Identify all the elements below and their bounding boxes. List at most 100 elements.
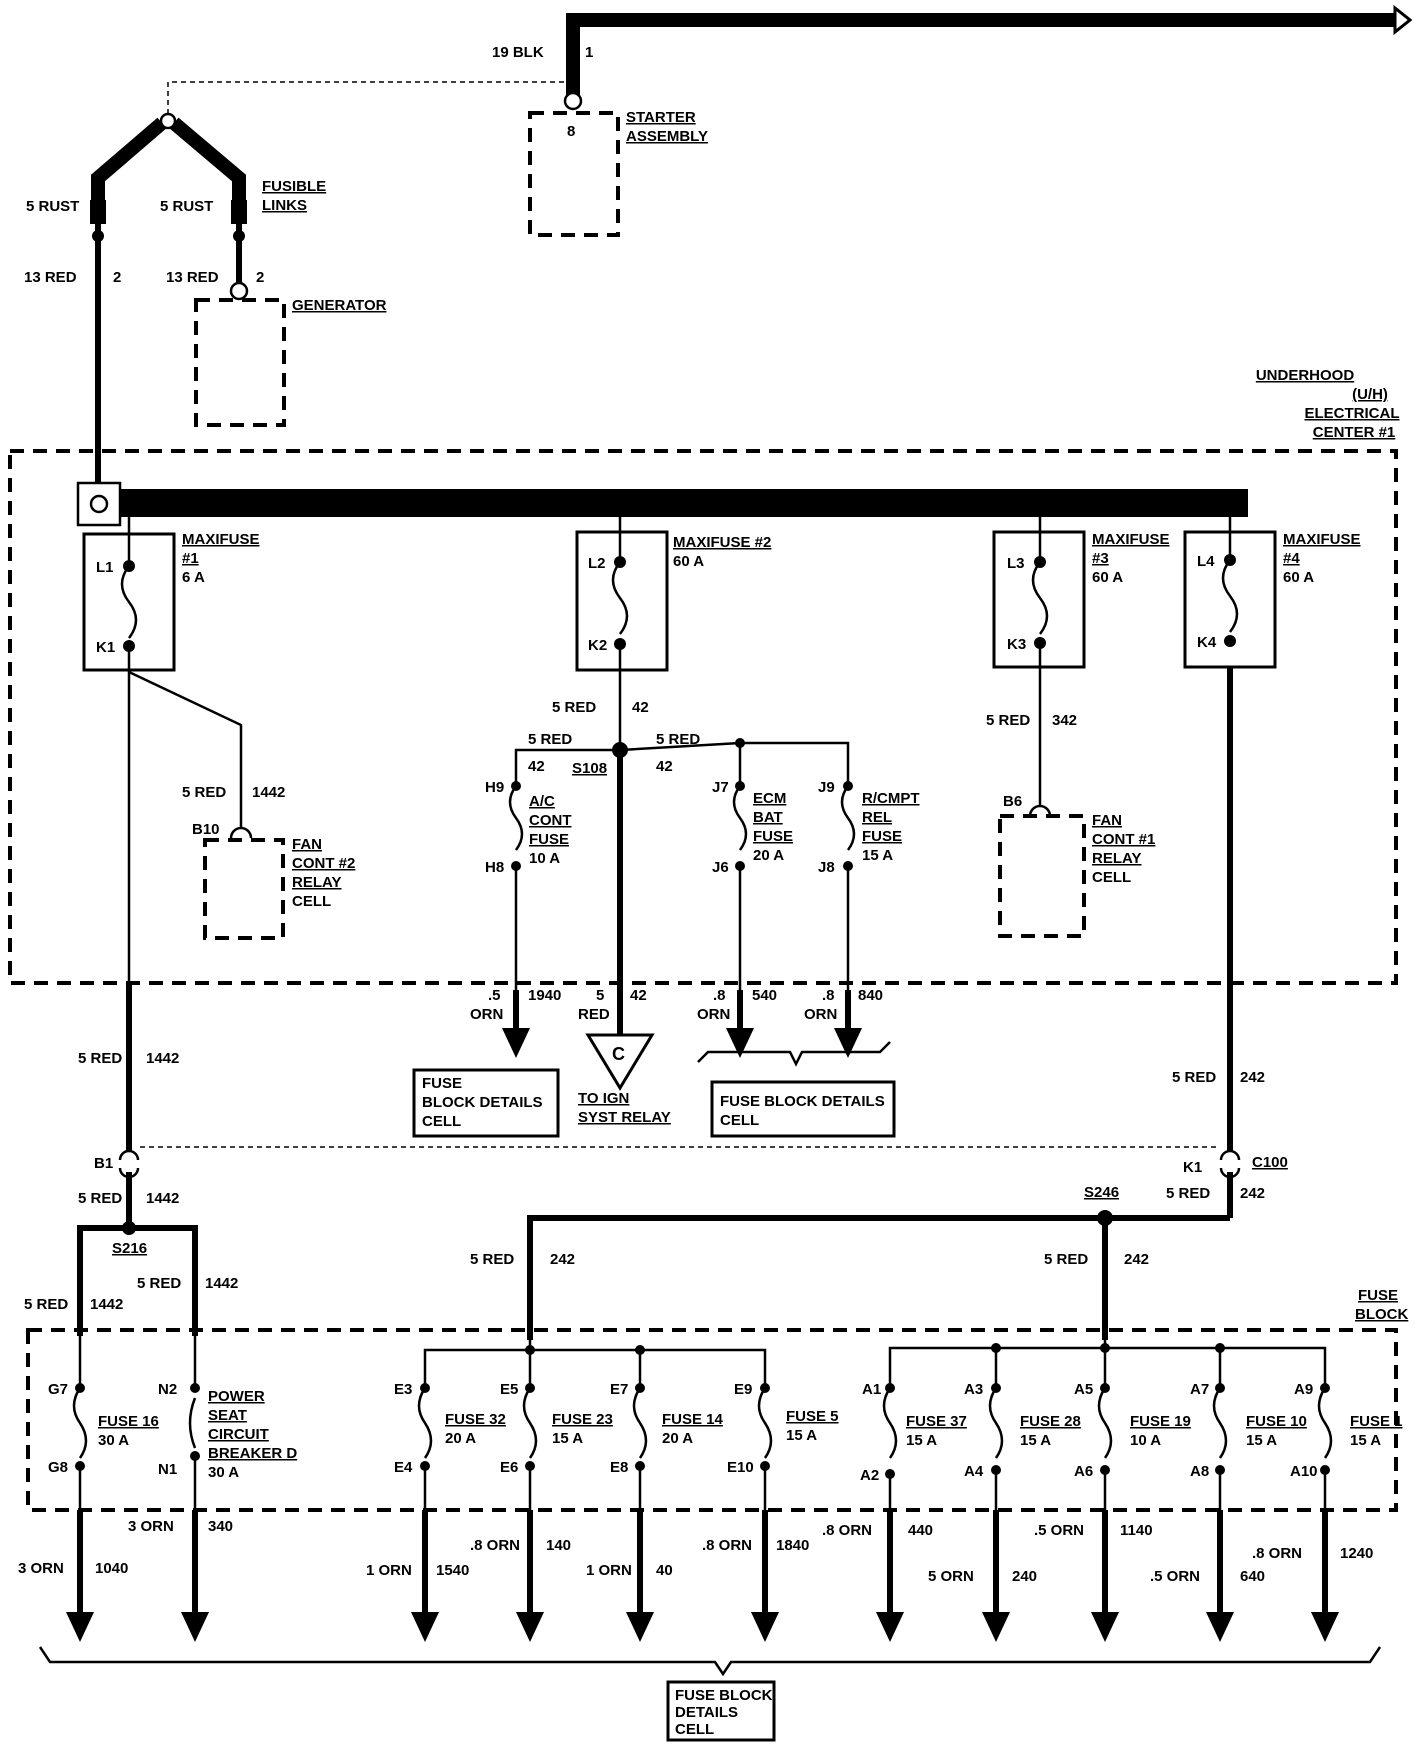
svg-text:3 ORN: 3 ORN bbox=[128, 1518, 174, 1535]
svg-text:E3: E3 bbox=[394, 1381, 412, 1398]
svg-text:3 ORN: 3 ORN bbox=[18, 1560, 64, 1577]
svg-text:342: 342 bbox=[1052, 712, 1077, 729]
dotted-link bbox=[167, 81, 573, 116]
svg-text:N1: N1 bbox=[158, 1461, 177, 1478]
svg-text:CELL: CELL bbox=[1092, 869, 1131, 886]
top-wire-circuit: 1 bbox=[585, 44, 593, 61]
svg-text:5 ORN: 5 ORN bbox=[928, 1568, 974, 1585]
svg-text:CONT #2: CONT #2 bbox=[292, 855, 355, 872]
starter-assembly-box bbox=[528, 111, 620, 237]
svg-text:TO IGN: TO IGN bbox=[578, 1090, 629, 1107]
svg-text:SYST RELAY: SYST RELAY bbox=[578, 1109, 671, 1126]
svg-text:FUSE BLOCK DETAILS: FUSE BLOCK DETAILS bbox=[720, 1093, 885, 1110]
svg-text:30 A: 30 A bbox=[208, 1464, 239, 1481]
svg-text:CELL: CELL bbox=[292, 893, 331, 910]
svg-text:5 RED: 5 RED bbox=[552, 699, 596, 716]
svg-text:CELL: CELL bbox=[720, 1112, 759, 1129]
svg-text:K3: K3 bbox=[1007, 636, 1026, 653]
svg-text:1442: 1442 bbox=[252, 784, 285, 801]
svg-text:E4: E4 bbox=[394, 1459, 413, 1476]
svg-text:BLOCK DETAILS: BLOCK DETAILS bbox=[422, 1094, 543, 1111]
svg-text:5 RED: 5 RED bbox=[24, 1296, 68, 1313]
ac-cont-fuse: H9 H8 A/C CONT FUSE 10 A bbox=[485, 779, 572, 876]
svg-text:FUSE 5: FUSE 5 bbox=[786, 1408, 839, 1425]
svg-text:5 RED: 5 RED bbox=[137, 1275, 181, 1292]
svg-text:1940: 1940 bbox=[528, 987, 561, 1004]
rust-right-label: 5 RUST bbox=[160, 198, 213, 215]
svg-text:640: 640 bbox=[1240, 1568, 1265, 1585]
bottom-bracket bbox=[38, 1646, 1382, 1677]
connector-c-triangle bbox=[585, 1033, 655, 1091]
svg-text:60 A: 60 A bbox=[673, 553, 704, 570]
generator-box bbox=[194, 298, 286, 427]
svg-text:K2: K2 bbox=[588, 637, 607, 654]
starter-label-2: ASSEMBLY bbox=[626, 128, 708, 145]
svg-text:5 RED: 5 RED bbox=[528, 731, 572, 748]
svg-text:B6: B6 bbox=[1003, 793, 1022, 810]
svg-text:242: 242 bbox=[1240, 1185, 1265, 1202]
generator-label: GENERATOR bbox=[292, 297, 387, 314]
svg-text:440: 440 bbox=[908, 1522, 933, 1539]
svg-text:K1: K1 bbox=[1183, 1159, 1202, 1176]
fusible-link-right bbox=[169, 117, 246, 200]
svg-text:A10: A10 bbox=[1290, 1463, 1318, 1480]
svg-text:#1: #1 bbox=[182, 550, 199, 567]
fuse-10: A7 A8 FUSE 10 15 A bbox=[1190, 1381, 1307, 1480]
svg-text:SEAT: SEAT bbox=[208, 1407, 247, 1424]
svg-text:CONT #1: CONT #1 bbox=[1092, 831, 1155, 848]
svg-text:20 A: 20 A bbox=[753, 847, 784, 864]
svg-text:E5: E5 bbox=[500, 1381, 518, 1398]
fuse-block-details-cell-left[interactable] bbox=[412, 1068, 560, 1138]
svg-text:POWER: POWER bbox=[208, 1388, 265, 1405]
svg-text:L2: L2 bbox=[588, 555, 606, 572]
svg-text:FUSE 16: FUSE 16 bbox=[98, 1413, 159, 1430]
svg-text:A9: A9 bbox=[1294, 1381, 1313, 1398]
svg-text:S246: S246 bbox=[1084, 1184, 1119, 1201]
starter-pin: 8 bbox=[567, 123, 575, 140]
svg-text:MAXIFUSE #2: MAXIFUSE #2 bbox=[673, 534, 771, 551]
svg-text:B10: B10 bbox=[192, 821, 220, 838]
svg-text:J9: J9 bbox=[818, 779, 835, 796]
svg-text:.8: .8 bbox=[822, 987, 835, 1004]
fuse-block-box bbox=[26, 1328, 1398, 1512]
rcmpt-rel-fuse: J9 J8 R/CMPT REL FUSE 15 A bbox=[818, 779, 920, 876]
svg-text:CONT: CONT bbox=[529, 812, 572, 829]
fusible-label-1: FUSIBLE bbox=[262, 178, 326, 195]
fuse-28: A3 A4 FUSE 28 15 A bbox=[964, 1381, 1081, 1480]
fuse-block-details-cell-bottom[interactable] bbox=[666, 1680, 776, 1742]
svg-text:42: 42 bbox=[656, 758, 673, 775]
fuse-32: E3 E4 FUSE 32 20 A bbox=[394, 1381, 506, 1476]
svg-text:A5: A5 bbox=[1074, 1381, 1093, 1398]
svg-text:1840: 1840 bbox=[776, 1537, 809, 1554]
maxifuse-4: L4 K4 MAXIFUSE #4 60 A bbox=[1183, 517, 1361, 669]
svg-text:K4: K4 bbox=[1197, 634, 1217, 651]
fuse-19: A5 A6 FUSE 19 10 A bbox=[1074, 1381, 1191, 1480]
svg-text:5 RED: 5 RED bbox=[470, 1251, 514, 1268]
svg-text:5: 5 bbox=[596, 987, 604, 1004]
svg-text:ORN: ORN bbox=[804, 1006, 837, 1023]
svg-text:FAN: FAN bbox=[1092, 812, 1122, 829]
svg-text:A4: A4 bbox=[964, 1463, 984, 1480]
svg-text:15 A: 15 A bbox=[1350, 1432, 1381, 1449]
svg-text:540: 540 bbox=[752, 987, 777, 1004]
svg-text:1442: 1442 bbox=[146, 1190, 179, 1207]
svg-text:60 A: 60 A bbox=[1092, 569, 1123, 586]
svg-text:L1: L1 bbox=[96, 559, 114, 576]
svg-text:1040: 1040 bbox=[95, 1560, 128, 1577]
svg-text:5 RED: 5 RED bbox=[1166, 1185, 1210, 1202]
svg-text:J8: J8 bbox=[818, 859, 835, 876]
battery-cable bbox=[566, 13, 1395, 100]
svg-text:242: 242 bbox=[1124, 1251, 1149, 1268]
svg-text:R/CMPT: R/CMPT bbox=[862, 790, 920, 807]
red-left-label: 13 RED bbox=[24, 269, 77, 286]
svg-text:1442: 1442 bbox=[146, 1050, 179, 1067]
fuse-block-details-cell-right[interactable] bbox=[710, 1080, 896, 1138]
svg-text:MAXIFUSE: MAXIFUSE bbox=[1092, 531, 1170, 548]
svg-text:BLOCK: BLOCK bbox=[1355, 1306, 1408, 1323]
svg-text:840: 840 bbox=[858, 987, 883, 1004]
starter-terminal bbox=[563, 91, 583, 111]
uh-label-2: (U/H) bbox=[1352, 386, 1388, 403]
svg-text:5 RED: 5 RED bbox=[1172, 1069, 1216, 1086]
svg-text:5 RED: 5 RED bbox=[986, 712, 1030, 729]
svg-text:1442: 1442 bbox=[90, 1296, 123, 1313]
